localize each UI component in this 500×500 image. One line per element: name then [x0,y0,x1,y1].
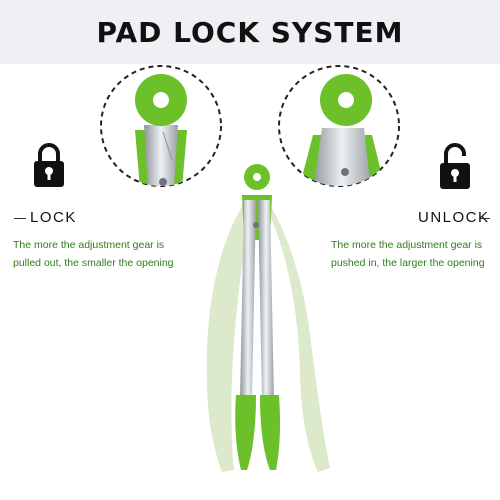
tongs [206,164,330,472]
padlock-open-icon [440,143,470,189]
lock-caption-line-2: pulled out, the smaller the opening [13,257,174,269]
unlock-caption-line-1: The more the adjustment gear is [331,239,483,251]
lock-caption-line-1: The more the adjustment gear is [13,239,165,251]
zoom-circle-lock [100,65,222,187]
unlock-label-line [480,218,490,219]
zoom-circle-unlock [278,65,400,187]
lock-caption: The more the adjustment gear is pulled o… [13,236,174,272]
unlock-label: UNLOCK [418,209,490,226]
lock-label-line [14,218,26,219]
unlock-caption-line-2: pushed in, the larger the opening [331,257,485,269]
page-title: PAD LOCK SYSTEM [96,15,404,49]
title-banner: PAD LOCK SYSTEM [0,0,500,64]
lock-label: LOCK [30,209,77,226]
unlock-caption: The more the adjustment gear is pushed i… [331,236,485,272]
padlock-closed-icon [34,143,64,187]
